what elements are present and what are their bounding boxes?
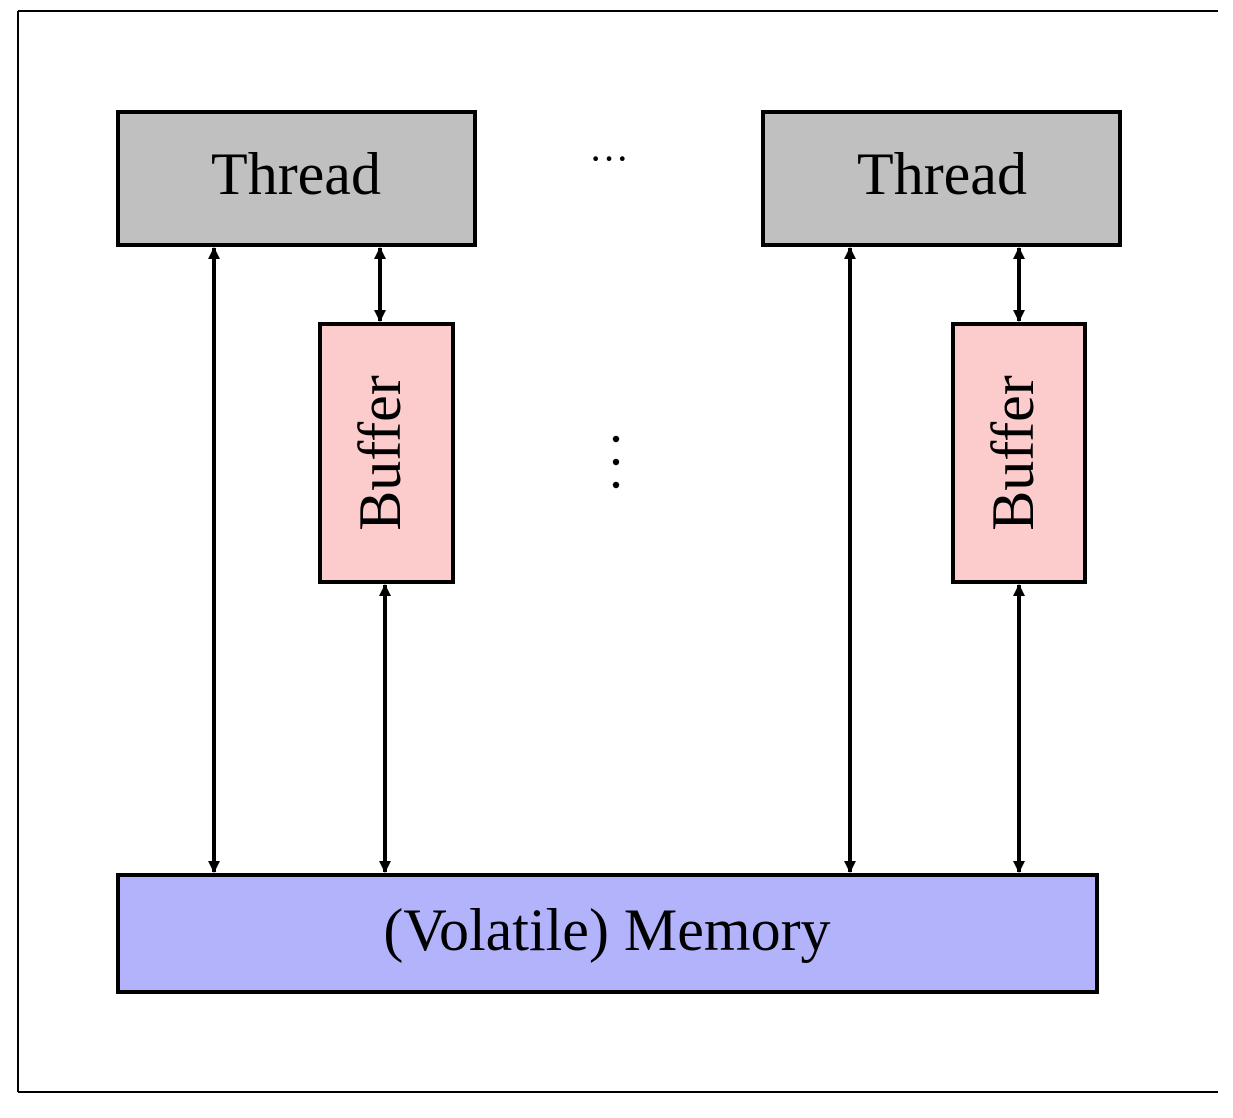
thread-box-left: Thread	[116, 110, 477, 247]
memory-box: (Volatile) Memory	[116, 873, 1099, 994]
thread-box-right-label: Thread	[857, 141, 1027, 207]
buffer-ellipsis-vertical	[612, 435, 620, 489]
buffer-box-left: Buffer	[318, 322, 455, 584]
buffer-box-right: Buffer	[951, 322, 1087, 584]
memory-box-label: (Volatile) Memory	[383, 897, 830, 963]
thread-ellipsis: ···	[589, 136, 629, 181]
buffer-box-right-label: Buffer	[980, 375, 1046, 531]
thread-box-right: Thread	[761, 110, 1122, 247]
buffer-box-left-label: Buffer	[347, 375, 413, 531]
thread-box-left-label: Thread	[211, 141, 381, 207]
outer-frame	[17, 10, 1218, 1093]
